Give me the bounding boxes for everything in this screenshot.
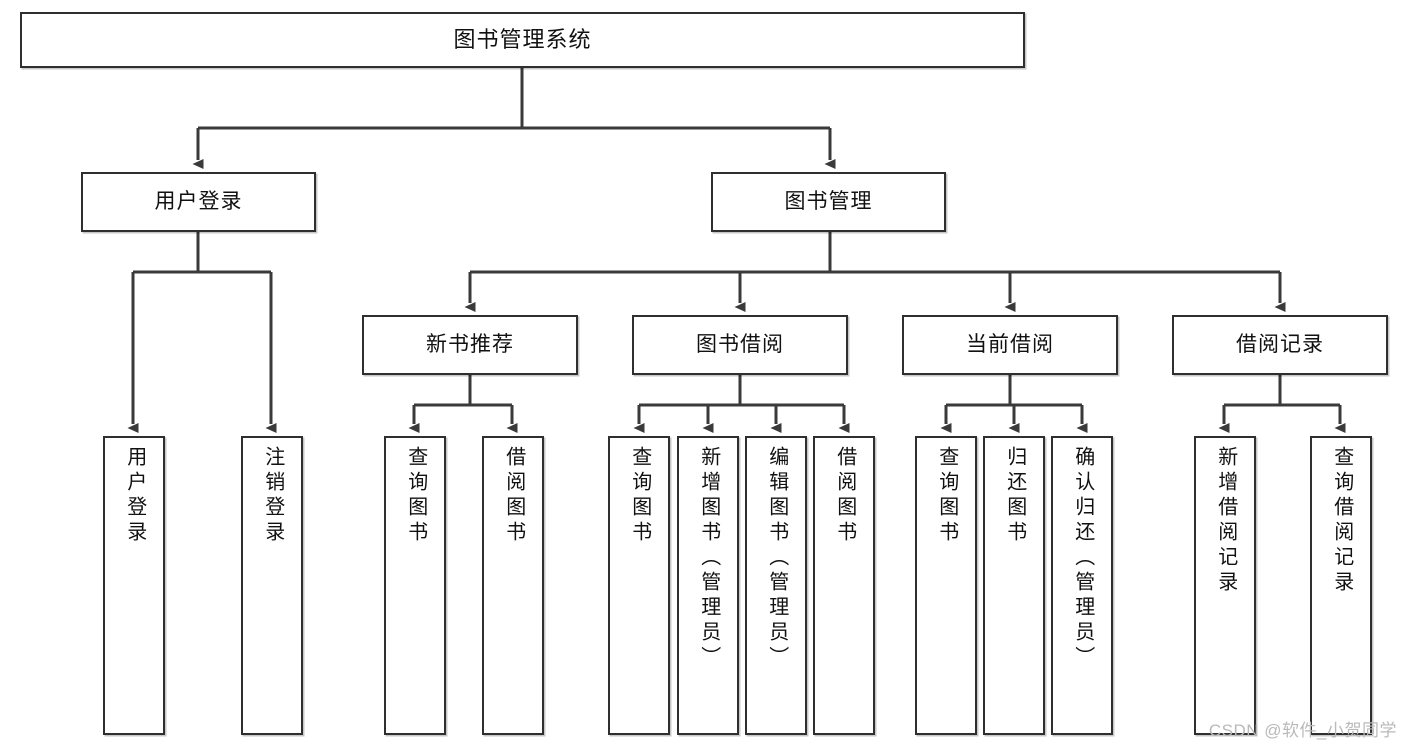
- node-label: 确认归还（管理员）: [1071, 446, 1094, 671]
- node-label: 图书管理: [784, 189, 873, 213]
- node-new-book-recommendation[interactable]: 新书推荐: [362, 315, 578, 375]
- node-label: 查询借阅记录: [1330, 446, 1353, 596]
- leaf-query-book-borrow[interactable]: 查询图书: [608, 436, 670, 735]
- leaf-edit-book-admin[interactable]: 编辑图书（管理员）: [745, 436, 807, 735]
- leaf-query-book-newbook[interactable]: 查询图书: [384, 436, 446, 735]
- node-label: 归还图书: [1003, 446, 1026, 546]
- node-label: 新书推荐: [426, 332, 514, 356]
- node-label: 编辑图书（管理员）: [765, 446, 788, 671]
- node-book-borrowing[interactable]: 图书借阅: [632, 315, 848, 375]
- leaf-logout[interactable]: 注销登录: [241, 436, 303, 735]
- node-label: 借阅图书: [502, 446, 525, 546]
- leaf-add-book-admin[interactable]: 新增图书（管理员）: [677, 436, 739, 735]
- node-label: 查询图书: [935, 446, 958, 546]
- node-label: 图书借阅: [696, 332, 784, 356]
- node-current-borrowing[interactable]: 当前借阅: [902, 315, 1118, 375]
- watermark-text: CSDN @软件_小贺同学: [1208, 721, 1397, 740]
- node-label: 查询图书: [628, 446, 651, 546]
- node-book-management-system[interactable]: 图书管理系统: [20, 12, 1025, 68]
- node-label: 注销登录: [261, 446, 284, 546]
- node-borrowing-records[interactable]: 借阅记录: [1172, 315, 1388, 375]
- node-label: 新增借阅记录: [1214, 446, 1237, 596]
- node-label: 当前借阅: [966, 332, 1054, 356]
- leaf-add-borrow-record[interactable]: 新增借阅记录: [1194, 436, 1256, 735]
- leaf-user-login[interactable]: 用户登录: [103, 436, 165, 735]
- node-label: 借阅图书: [833, 446, 856, 546]
- leaf-borrow-book[interactable]: 借阅图书: [813, 436, 875, 735]
- node-label: 用户登录: [154, 189, 243, 213]
- node-book-management[interactable]: 图书管理: [711, 172, 946, 232]
- leaf-confirm-return-admin[interactable]: 确认归还（管理员）: [1051, 436, 1113, 735]
- leaf-query-book-current[interactable]: 查询图书: [915, 436, 977, 735]
- node-label: 借阅记录: [1236, 332, 1324, 356]
- node-user-login[interactable]: 用户登录: [81, 172, 316, 232]
- node-label: 查询图书: [404, 446, 427, 546]
- leaf-query-borrow-record[interactable]: 查询借阅记录: [1310, 436, 1372, 735]
- node-label: 新增图书（管理员）: [697, 446, 720, 671]
- node-label: 图书管理系统: [453, 26, 592, 52]
- leaf-borrow-book-newbook[interactable]: 借阅图书: [482, 436, 544, 735]
- leaf-return-book[interactable]: 归还图书: [983, 436, 1045, 735]
- node-label: 用户登录: [123, 446, 146, 546]
